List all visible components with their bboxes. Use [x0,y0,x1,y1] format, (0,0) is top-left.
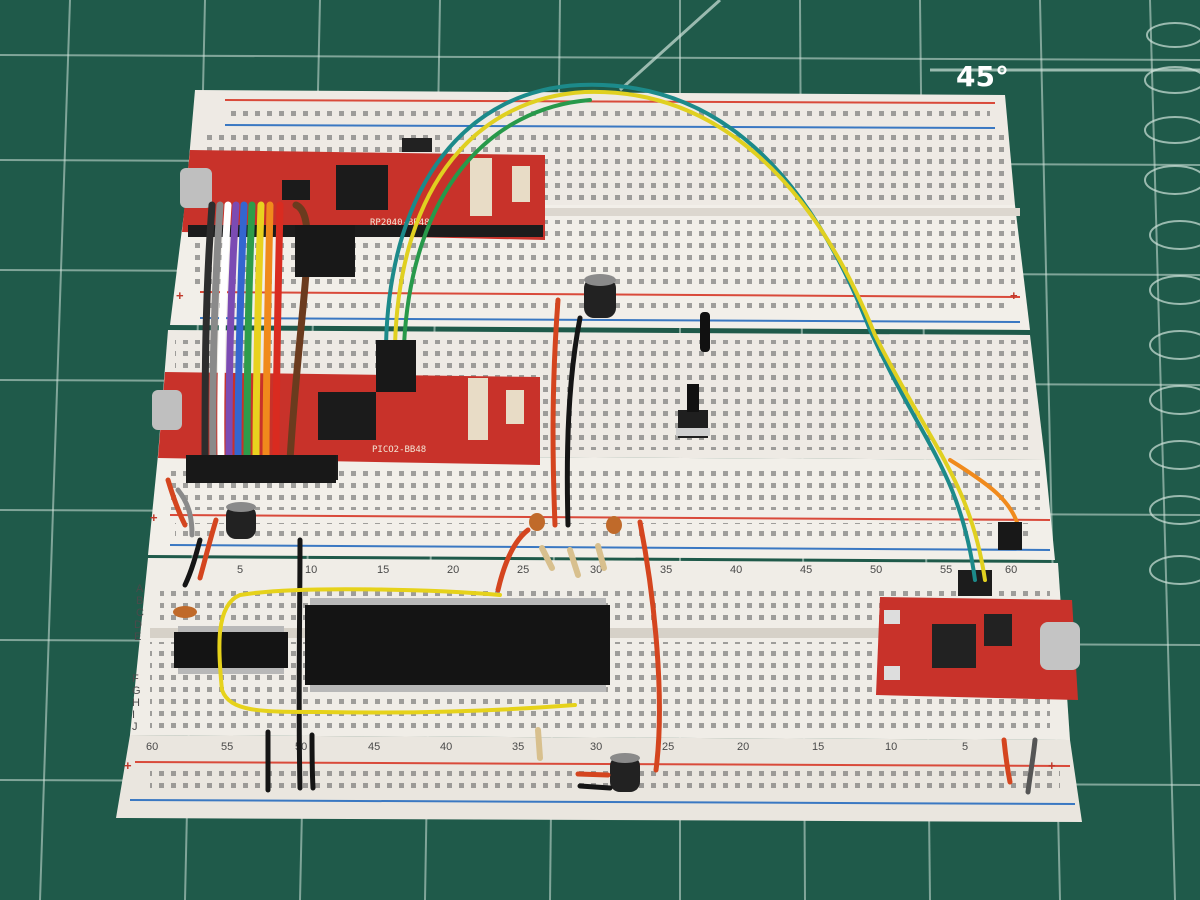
svg-text:+: + [176,288,184,303]
svg-text:35: 35 [512,741,524,753]
svg-text:+: + [1048,758,1056,773]
header-connector-middle [468,378,488,440]
svg-text:25: 25 [517,564,529,576]
svg-text:55: 55 [940,564,952,576]
svg-text:50: 50 [870,564,882,576]
dip-chip-large [305,605,610,685]
svg-text:15: 15 [812,741,824,753]
resistors [535,543,607,761]
jumper-stub [700,312,710,352]
svg-text:20: 20 [447,564,459,576]
mcu-board-right [876,570,1080,700]
arc-jumper-connector-left [376,340,416,392]
svg-text:B: B [136,595,143,607]
svg-text:40: 40 [440,741,452,753]
svg-text:J: J [132,721,138,733]
board-middle-silkscreen: PICO2-BB48 [372,445,426,455]
svg-text:60: 60 [146,741,158,753]
small-jumpers [165,297,1038,795]
mcu-chip-top [336,165,388,210]
capacitor-bottom [610,753,640,792]
header-connector-top [470,158,492,216]
mat-angle-label: 45° [956,60,1009,93]
svg-text:I: I [132,709,135,721]
ceramic-capacitors [173,513,622,618]
push-button [676,384,710,438]
arc-jumper-connector-right [998,522,1022,550]
row-letters: A B C D E F G H I J [132,583,144,733]
column-numbers-top: 5 10 15 20 25 30 35 40 45 50 55 60 [237,564,1017,576]
usb-c-port-top [180,168,212,208]
board-top-silkscreen: RP2040-BB48 [370,218,430,228]
mat-ruler-circles [1144,22,1200,585]
svg-text:15: 15 [377,564,389,576]
svg-text:H: H [132,697,140,709]
svg-text:D: D [134,619,142,631]
usb-c-port-middle [152,390,182,430]
svg-text:30: 30 [590,564,602,576]
ribbon-connector-bottom [186,455,336,483]
svg-text:G: G [132,685,141,697]
svg-text:20: 20 [737,741,749,753]
svg-text:+: + [1010,288,1018,303]
svg-text:25: 25 [662,741,674,753]
svg-text:45: 45 [800,564,812,576]
capacitor-middle [226,502,256,539]
svg-text:F: F [132,673,139,685]
svg-text:55: 55 [221,741,233,753]
svg-text:+: + [124,758,132,773]
svg-text:10: 10 [305,564,317,576]
ribbon-connector-top [295,225,355,277]
dip-chip-large-pins [310,598,606,692]
dip-chip-small [174,632,288,668]
svg-text:5: 5 [962,741,968,753]
svg-text:C: C [136,607,144,619]
svg-text:40: 40 [730,564,742,576]
usb-c-port-right [1040,622,1080,670]
column-numbers-bottom: 60 55 50 45 40 35 30 25 20 15 10 5 [146,741,968,753]
yellow-jumper [217,587,577,715]
svg-text:E: E [134,631,141,643]
small-chip-top [282,180,310,200]
flash-chip-right [984,614,1012,646]
svg-text:+: + [150,510,158,525]
mcu-chip-right [932,624,976,668]
svg-text:10: 10 [885,741,897,753]
dip-chip-small-pins [178,626,284,674]
mcu-chip-middle [318,392,376,440]
svg-text:60: 60 [1005,564,1017,576]
svg-text:A: A [136,583,144,595]
rail-plus-markers: + + + + + [124,288,1056,773]
capacitor-top [584,274,616,318]
svg-text:5: 5 [237,564,243,576]
rainbow-jumper-bundle [201,201,311,464]
svg-text:35: 35 [660,564,672,576]
long-arc-jumper [384,82,1020,582]
svg-text:30: 30 [590,741,602,753]
svg-text:45: 45 [368,741,380,753]
